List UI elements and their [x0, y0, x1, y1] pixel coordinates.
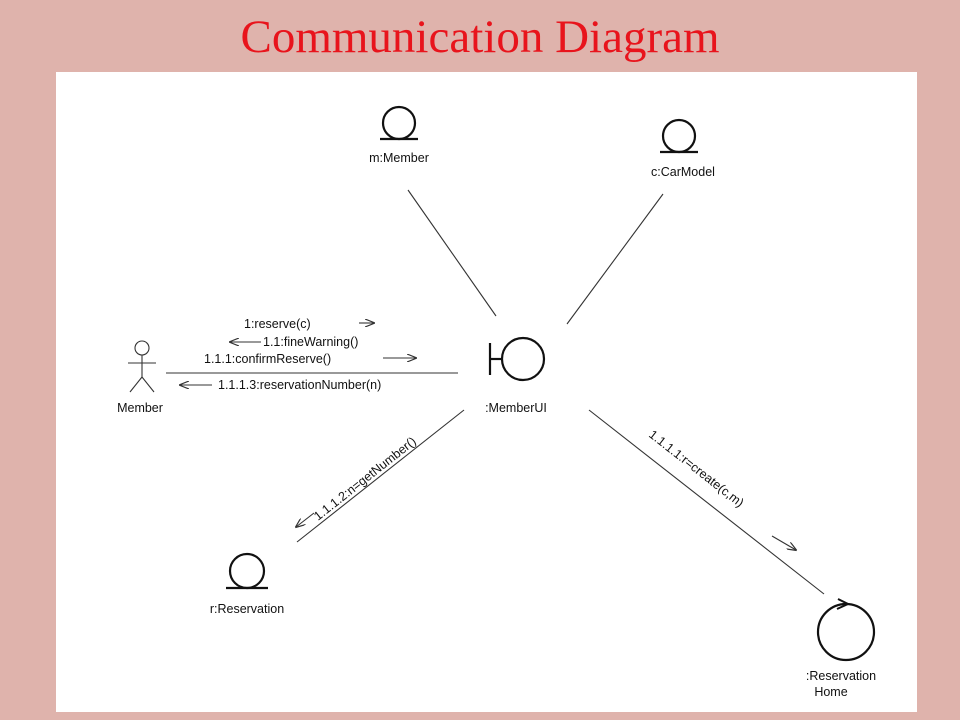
member-actor-label: Member — [117, 401, 163, 415]
entity-circle-icon — [228, 552, 266, 590]
arrow-down-right-icon — [771, 535, 796, 550]
message-label: 1:reserve(c) — [244, 317, 311, 331]
actor-leg-right — [141, 376, 155, 393]
message-reserve: 1:reserve(c) — [244, 317, 374, 331]
reservation-entity: r:Reservation — [210, 552, 284, 616]
reservation-home-control: :Reservation Home — [806, 598, 876, 699]
message-label: 1.1.1.2:n=getNumber() — [311, 434, 419, 523]
memberui-boundary-label: :MemberUI — [485, 401, 547, 415]
message-label: 1.1:fineWarning() — [263, 335, 358, 349]
reservation-home-label-line1: :Reservation — [806, 669, 876, 683]
member-entity-label: m:Member — [369, 151, 429, 165]
diagram-canvas: m:Member c:CarModel Member :MemberUI r:R… — [56, 72, 917, 712]
reservation-entity-label: r:Reservation — [210, 602, 284, 616]
message-label: 1.1.1:confirmReserve() — [204, 352, 331, 366]
control-arrow-icon — [836, 598, 851, 610]
message-label: 1.1.1.3:reservationNumber(n) — [218, 378, 381, 392]
link-memberui-reservationhome — [588, 409, 825, 595]
reservation-home-label-line2: Home — [814, 685, 847, 699]
actor-leg-left — [129, 376, 143, 393]
member-actor: Member — [117, 340, 163, 415]
arrow-down-left-icon — [296, 512, 315, 527]
communication-diagram: m:Member c:CarModel Member :MemberUI r:R… — [117, 105, 876, 699]
link-member-memberui — [407, 189, 497, 317]
slide-title: Communication Diagram — [240, 11, 720, 63]
memberui-boundary: :MemberUI — [485, 336, 547, 415]
message-label: 1.1.1.1:r=create(c,m) — [646, 427, 746, 510]
member-entity: m:Member — [369, 105, 429, 165]
message-reservationnumber: 1.1.1.3:reservationNumber(n) — [180, 378, 381, 392]
message-confirmreserve: 1.1.1:confirmReserve() — [204, 352, 416, 366]
control-circle-icon — [816, 602, 876, 662]
entity-circle-icon — [381, 105, 417, 141]
link-memberui-reservation — [296, 409, 465, 543]
actor-head-icon — [134, 340, 150, 356]
message-create: 1.1.1.1:r=create(c,m) — [646, 427, 796, 550]
carmodel-entity-label: c:CarModel — [651, 165, 715, 179]
boundary-circle-icon — [500, 336, 546, 382]
message-getnumber: 1.1.1.2:n=getNumber() — [296, 434, 419, 527]
link-carmodel-memberui — [566, 193, 664, 325]
carmodel-entity: c:CarModel — [651, 118, 715, 179]
message-finewarning: 1.1:fineWarning() — [230, 335, 358, 349]
entity-circle-icon — [661, 118, 697, 154]
